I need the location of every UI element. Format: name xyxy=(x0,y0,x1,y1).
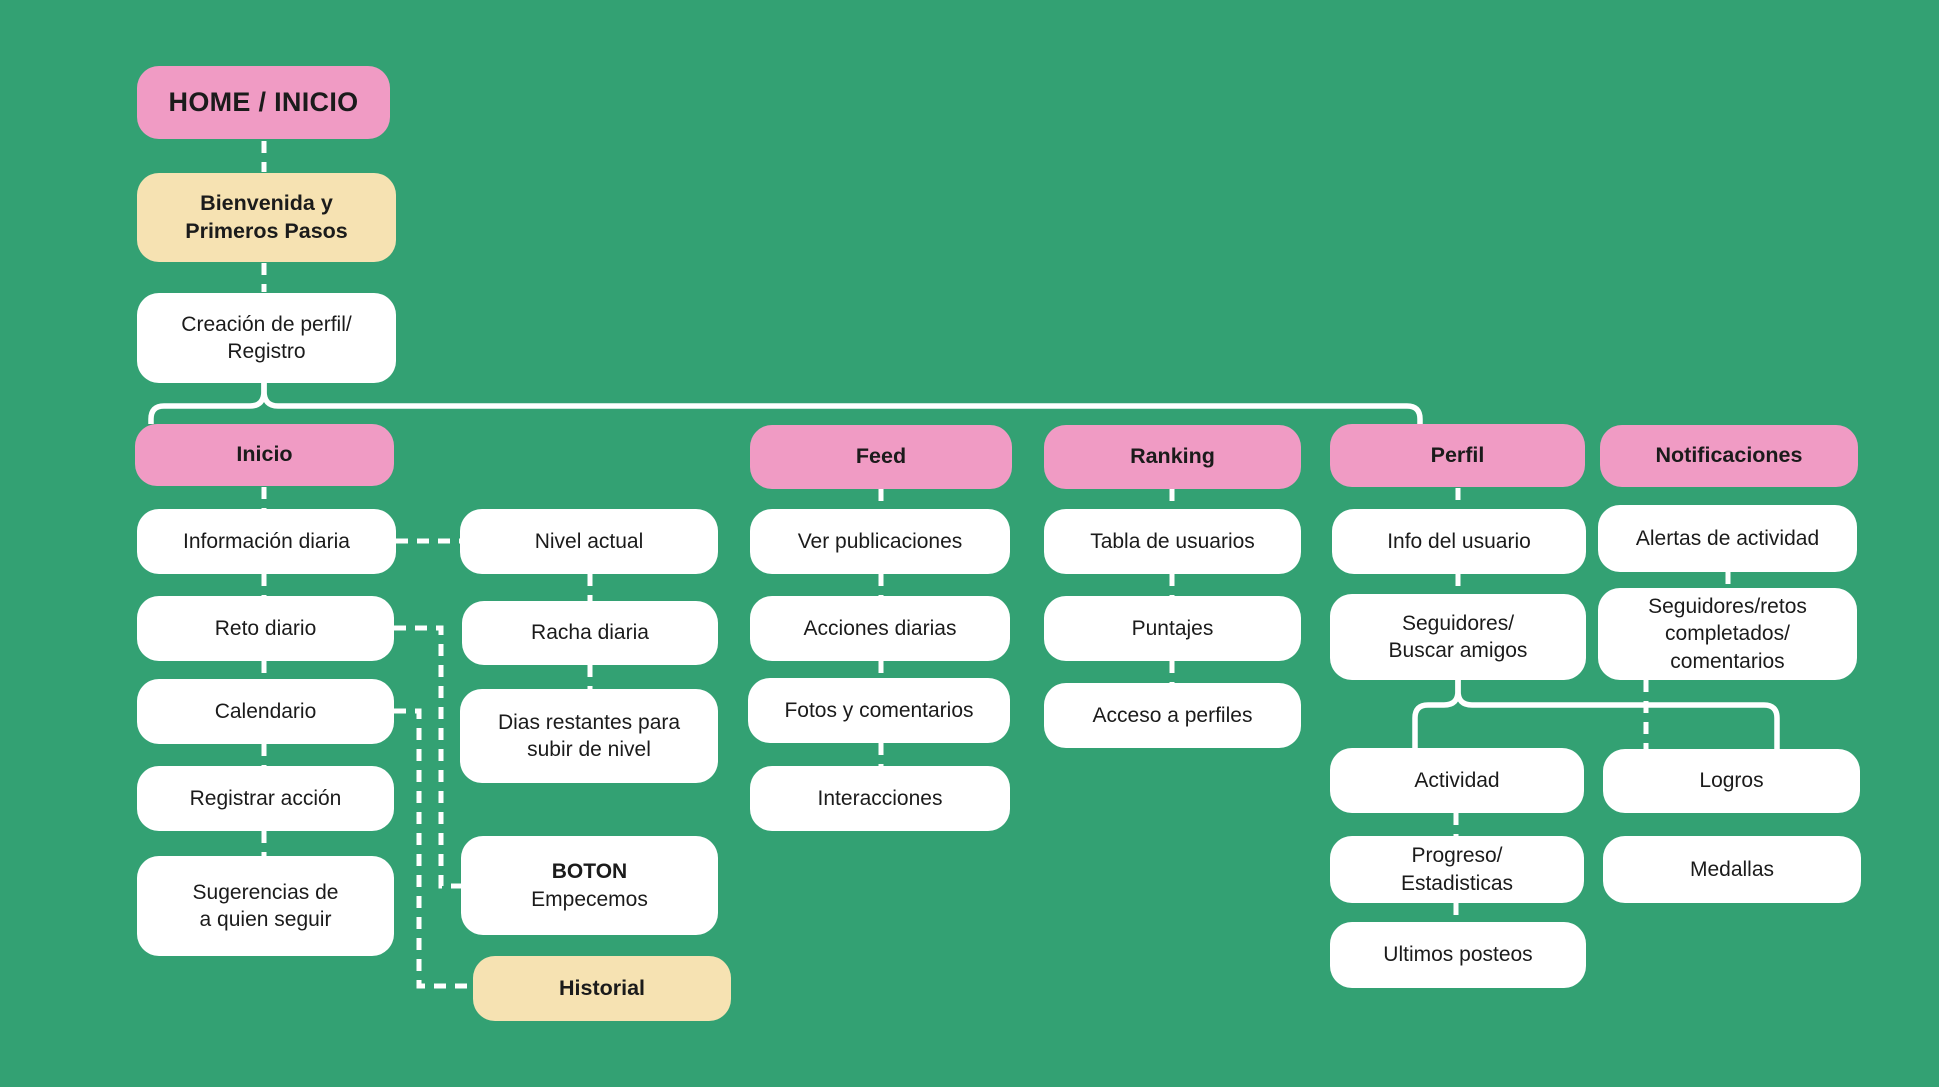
node-medallas-label: Medallas xyxy=(1689,857,1775,881)
node-info-usuario-label: Info del usuario xyxy=(1387,529,1531,553)
node-creacion-perfil: Creación de perfil/ Registro xyxy=(137,293,396,383)
node-boton-empecemos: BOTON Empecemos xyxy=(461,836,718,935)
node-interacciones: Interacciones xyxy=(750,766,1010,831)
node-actividad: Actividad xyxy=(1330,748,1584,813)
node-ultimos-posteos-label: Ultimos posteos xyxy=(1383,943,1533,967)
node-historial-label: Historial xyxy=(558,975,646,1000)
node-sugerencias-seguir: Sugerencias de a quien seguir xyxy=(137,856,394,956)
node-calendario-label: Calendario xyxy=(214,699,317,723)
edge-seguidores-actividad xyxy=(1412,680,1461,748)
node-logros: Logros xyxy=(1603,749,1860,813)
edge-seguidores-logros xyxy=(1455,680,1780,749)
node-puntajes: Puntajes xyxy=(1044,596,1301,661)
node-inicio: Inicio xyxy=(135,424,394,486)
node-nivel-actual: Nivel actual xyxy=(460,509,718,574)
node-ultimos-posteos: Ultimos posteos xyxy=(1330,922,1586,988)
node-dias-restantes-label: Dias restantes para subir de nivel xyxy=(497,710,681,761)
node-bienvenida-label: Bienvenida y Primeros Pasos xyxy=(185,190,348,243)
node-ranking-label: Ranking xyxy=(1130,444,1215,469)
node-perfil: Perfil xyxy=(1330,424,1585,487)
node-feed: Feed xyxy=(750,425,1012,489)
edge-reto-boton xyxy=(394,625,461,889)
node-seguidores-retos-comentarios-label: Seguidores/retos completados/ comentario… xyxy=(1648,595,1807,673)
node-seguidores-buscar-amigos: Seguidores/ Buscar amigos xyxy=(1330,594,1586,680)
node-boton-empecemos-subtitle: Empecemos xyxy=(531,887,648,911)
node-inicio-label: Inicio xyxy=(236,442,293,467)
node-historial: Historial xyxy=(473,956,731,1021)
node-home-inicio: HOME / INICIO xyxy=(137,66,390,139)
node-acciones-diarias-label: Acciones diarias xyxy=(803,616,957,640)
node-logros-label: Logros xyxy=(1699,769,1764,793)
node-ranking: Ranking xyxy=(1044,425,1301,489)
node-sugerencias-seguir-label: Sugerencias de a quien seguir xyxy=(192,880,339,931)
node-racha-diaria: Racha diaria xyxy=(462,601,718,665)
node-progreso-estadisticas-label: Progreso/ Estadisticas xyxy=(1400,844,1514,895)
node-medallas: Medallas xyxy=(1603,836,1861,903)
node-racha-diaria-label: Racha diaria xyxy=(531,621,649,645)
node-seguidores-retos-comentarios: Seguidores/retos completados/ comentario… xyxy=(1598,588,1857,680)
edge-creacion-perfil xyxy=(261,381,1423,424)
node-fotos-comentarios-label: Fotos y comentarios xyxy=(784,698,974,722)
node-ver-publicaciones-label: Ver publicaciones xyxy=(797,529,963,553)
node-ver-publicaciones: Ver publicaciones xyxy=(750,509,1010,574)
node-acceso-perfiles: Acceso a perfiles xyxy=(1044,683,1301,748)
node-progreso-estadisticas: Progreso/ Estadisticas xyxy=(1330,836,1584,903)
node-interacciones-label: Interacciones xyxy=(817,786,943,810)
node-notificaciones: Notificaciones xyxy=(1600,425,1858,487)
node-puntajes-label: Puntajes xyxy=(1131,616,1214,640)
node-acciones-diarias: Acciones diarias xyxy=(750,596,1010,661)
edge-creacion-inicio xyxy=(148,381,267,424)
node-registrar-accion-label: Registrar acción xyxy=(189,786,342,810)
node-seguidores-buscar-amigos-label: Seguidores/ Buscar amigos xyxy=(1388,611,1528,662)
node-informacion-diaria: Información diaria xyxy=(137,509,396,574)
node-notificaciones-label: Notificaciones xyxy=(1655,443,1803,468)
node-home-inicio-label: HOME / INICIO xyxy=(168,86,359,117)
node-alertas-actividad: Alertas de actividad xyxy=(1598,505,1857,572)
node-reto-diario: Reto diario xyxy=(137,596,394,661)
node-fotos-comentarios: Fotos y comentarios xyxy=(748,678,1010,743)
node-feed-label: Feed xyxy=(855,444,907,469)
node-dias-restantes: Dias restantes para subir de nivel xyxy=(460,689,718,783)
node-tabla-usuarios: Tabla de usuarios xyxy=(1044,509,1301,574)
node-perfil-label: Perfil xyxy=(1430,442,1485,467)
node-acceso-perfiles-label: Acceso a perfiles xyxy=(1092,703,1253,727)
node-creacion-perfil-label: Creación de perfil/ Registro xyxy=(181,312,352,363)
node-informacion-diaria-label: Información diaria xyxy=(183,529,350,553)
node-nivel-actual-label: Nivel actual xyxy=(534,529,644,553)
node-calendario: Calendario xyxy=(137,679,394,744)
node-alertas-actividad-label: Alertas de actividad xyxy=(1635,526,1820,550)
node-boton-empecemos-title: BOTON xyxy=(551,860,628,884)
node-reto-diario-label: Reto diario xyxy=(214,616,317,640)
node-tabla-usuarios-label: Tabla de usuarios xyxy=(1090,529,1255,553)
node-info-usuario: Info del usuario xyxy=(1332,509,1586,574)
node-registrar-accion: Registrar acción xyxy=(137,766,394,831)
node-bienvenida: Bienvenida y Primeros Pasos xyxy=(137,173,396,262)
node-actividad-label: Actividad xyxy=(1414,768,1500,792)
